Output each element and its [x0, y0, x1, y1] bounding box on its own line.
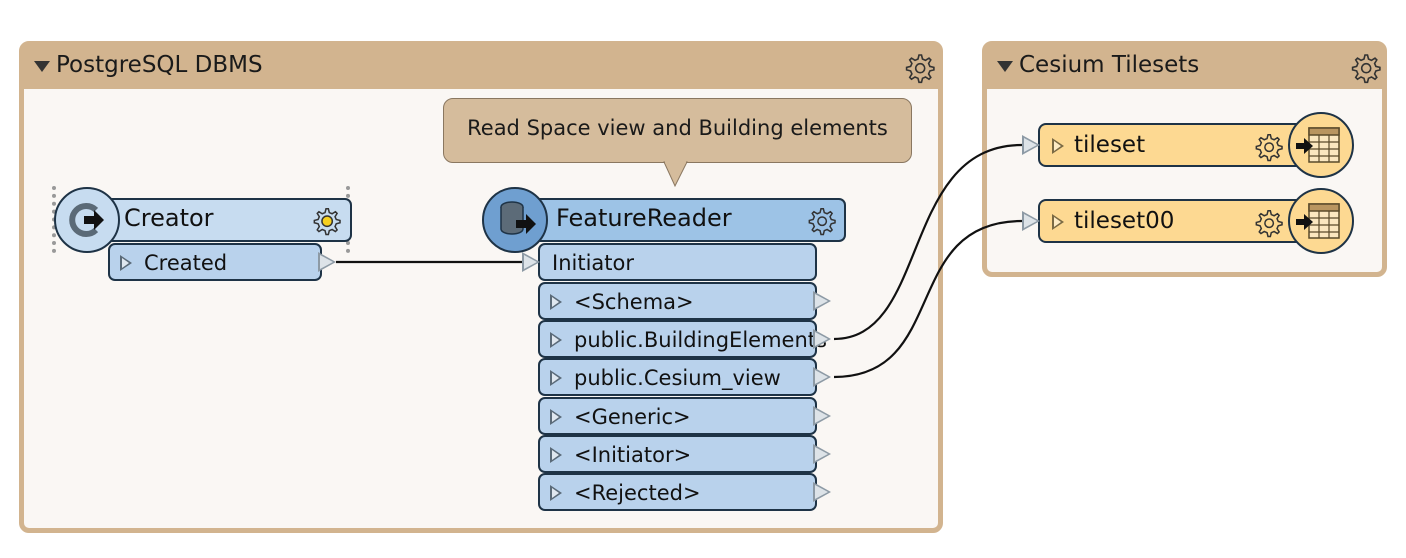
port-triangle-icon	[1052, 138, 1064, 154]
annotation[interactable]: Read Space view and Building elements	[443, 98, 912, 163]
bookmark-title: Cesium Tilesets	[1019, 52, 1200, 78]
featurereader-transformer[interactable]: FeatureReader	[516, 198, 846, 242]
collapse-triangle-icon[interactable]	[997, 61, 1013, 72]
output-port-schema[interactable]: <Schema>	[538, 282, 817, 320]
output-connector-icon[interactable]	[813, 291, 831, 311]
table-writer-icon[interactable]	[1288, 188, 1354, 254]
output-port-created[interactable]: Created	[108, 243, 322, 281]
writer-tileset[interactable]: tileset	[1038, 123, 1314, 167]
database-icon[interactable]	[482, 187, 548, 253]
port-triangle-icon	[1052, 214, 1064, 230]
gear-icon[interactable]	[310, 205, 342, 237]
output-connector-icon[interactable]	[813, 367, 831, 387]
port-triangle-icon	[550, 409, 562, 425]
output-connector-icon[interactable]	[318, 252, 336, 272]
port-triangle-icon	[120, 255, 132, 271]
gear-icon[interactable]	[1252, 131, 1284, 163]
port-label: Created	[144, 251, 228, 275]
gear-icon[interactable]	[902, 51, 936, 85]
gear-icon[interactable]	[805, 205, 837, 237]
output-connector-icon[interactable]	[813, 406, 831, 426]
creator-icon[interactable]	[54, 187, 120, 253]
creator-transformer[interactable]: Creator	[90, 198, 352, 242]
gear-icon[interactable]	[1252, 207, 1284, 239]
output-port-generic[interactable]: <Generic>	[538, 397, 817, 435]
port-label: Initiator	[552, 251, 634, 275]
annotation-text: Read Space view and Building elements	[467, 116, 888, 140]
port-label: <Generic>	[574, 405, 691, 429]
table-writer-icon[interactable]	[1288, 112, 1354, 178]
port-label: <Schema>	[574, 290, 694, 314]
port-triangle-icon	[550, 294, 562, 310]
writer-label: tileset00	[1074, 208, 1175, 234]
output-connector-icon[interactable]	[813, 444, 831, 464]
input-port-initiator[interactable]: Initiator	[538, 243, 817, 281]
bookmark-title: PostgreSQL DBMS	[56, 52, 263, 78]
transformer-title: FeatureReader	[556, 204, 732, 232]
port-triangle-icon	[550, 332, 562, 348]
collapse-triangle-icon[interactable]	[34, 61, 50, 72]
writer-tileset00[interactable]: tileset00	[1038, 199, 1314, 243]
output-connector-icon[interactable]	[813, 329, 831, 349]
input-connector-icon[interactable]	[1022, 135, 1040, 155]
gear-icon[interactable]	[1348, 51, 1382, 85]
port-label: <Initiator>	[574, 443, 692, 467]
input-connector-icon[interactable]	[1022, 211, 1040, 231]
input-connector-icon[interactable]	[522, 252, 540, 272]
output-port-initiator[interactable]: <Initiator>	[538, 435, 817, 473]
transformer-title: Creator	[124, 204, 214, 232]
output-port-building-elements[interactable]: public.BuildingElements	[538, 320, 827, 358]
port-label: <Rejected>	[574, 481, 701, 505]
bookmark-header[interactable]: Cesium Tilesets	[987, 46, 1382, 89]
writer-label: tileset	[1074, 132, 1146, 158]
port-triangle-icon	[550, 485, 562, 501]
output-port-cesium-view[interactable]: public.Cesium_view	[538, 358, 817, 396]
port-triangle-icon	[550, 370, 562, 386]
bookmark-header[interactable]: PostgreSQL DBMS	[24, 46, 938, 89]
output-port-rejected[interactable]: <Rejected>	[538, 473, 817, 511]
port-triangle-icon	[550, 447, 562, 463]
port-label: public.BuildingElements	[574, 328, 827, 352]
port-label: public.Cesium_view	[574, 366, 781, 390]
output-connector-icon[interactable]	[813, 482, 831, 502]
